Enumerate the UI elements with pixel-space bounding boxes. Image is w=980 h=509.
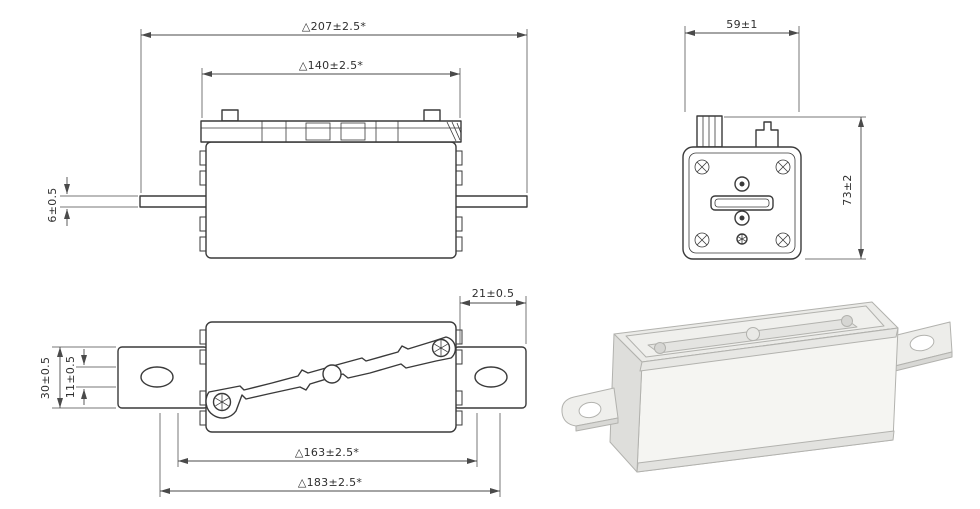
dim-cap-length: △140±2.5* — [299, 59, 364, 72]
dim-tab-width: 30±0.5 — [39, 357, 52, 400]
iso-lid-center-hole — [746, 327, 760, 341]
front-part — [139, 109, 528, 259]
front-dimensions: △207±2.5* △140±2.5* 6±0.5 — [46, 20, 528, 226]
iso-lid-screw-left — [654, 342, 666, 354]
end-dimensions: 59±1 73±2 — [684, 18, 866, 260]
top-part — [117, 321, 527, 433]
end-top-clip-ridges — [702, 116, 716, 147]
top-left-tab-hole — [140, 366, 174, 388]
front-cap-clip-left — [221, 109, 239, 122]
end-corner-screws — [694, 159, 791, 248]
end-part — [682, 115, 802, 260]
front-right-blade — [454, 195, 528, 208]
iso-left-blade — [561, 387, 619, 432]
dim-span-outer: △183±2.5* — [298, 476, 363, 489]
dim-body-height: 73±2 — [841, 174, 854, 205]
top-right-tab-hole — [474, 366, 508, 388]
dim-span-inner: △163±2.5* — [295, 446, 360, 459]
dim-body-width: 59±1 — [726, 18, 757, 31]
front-cap-clip-right — [423, 109, 441, 122]
dim-tab-protrusion: 21±0.5 — [472, 287, 515, 300]
iso-right-blade-hole — [909, 334, 935, 352]
dim-overall-length: △207±2.5* — [302, 20, 367, 33]
dim-inner-width: 11±0.5 — [64, 356, 77, 399]
front-cap — [200, 120, 462, 143]
iso-top-chamfer — [639, 327, 899, 372]
end-top-hook — [755, 121, 779, 147]
top-element-center-hole — [322, 364, 342, 384]
iso-view — [561, 301, 953, 473]
iso-left-blade-hole — [578, 401, 602, 419]
iso-lid-screw-right — [841, 315, 853, 327]
iso-right-blade — [892, 321, 953, 372]
front-body — [205, 141, 457, 259]
end-center-screw-star — [737, 234, 747, 244]
end-top-clip — [696, 115, 723, 148]
front-view: △207±2.5* △140±2.5* 6±0.5 — [46, 20, 528, 259]
top-dimensions: 21±0.5 30±0.5 11±0.5 △163±2.5* △183±2.5* — [39, 287, 527, 497]
front-body-ribs — [199, 150, 463, 252]
end-center-slot — [710, 195, 774, 211]
top-view: 21±0.5 30±0.5 11±0.5 △163±2.5* △183±2.5* — [39, 287, 527, 497]
top-element-screw-right-star — [434, 340, 448, 356]
end-center-slot-inner — [714, 198, 770, 208]
dim-blade-thickness: 6±0.5 — [46, 187, 59, 222]
top-element-screw-left-star — [215, 394, 229, 410]
iso-bottom-chamfer — [636, 430, 895, 473]
front-left-blade — [139, 195, 208, 208]
end-view: 59±1 73±2 — [682, 18, 866, 260]
end-body-inner — [688, 152, 796, 254]
front-cap-details — [201, 121, 462, 142]
iso-lid — [625, 305, 885, 358]
